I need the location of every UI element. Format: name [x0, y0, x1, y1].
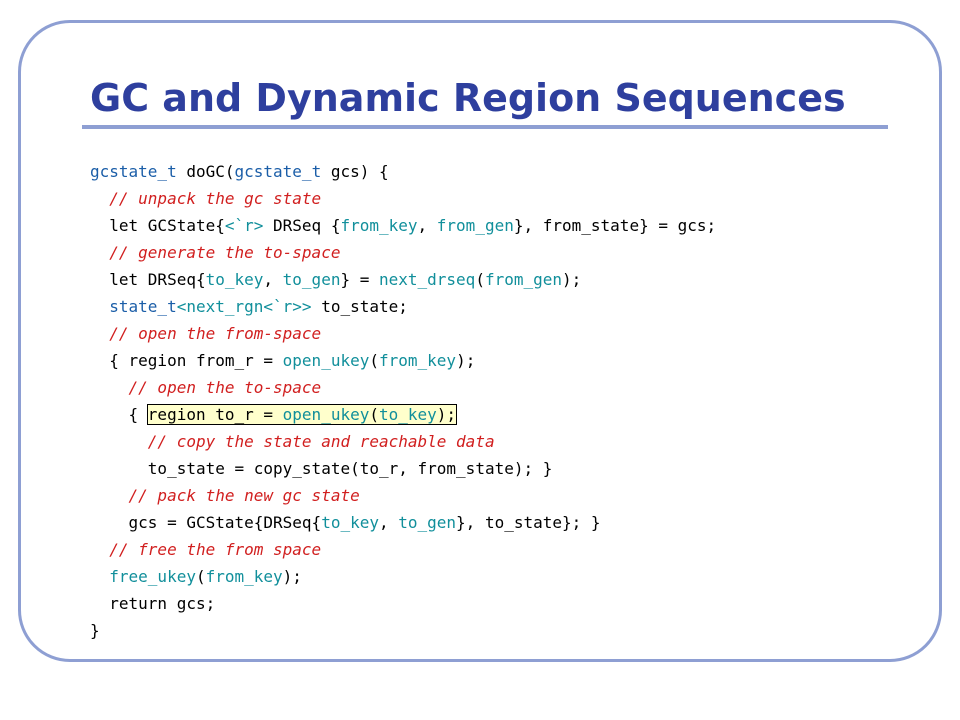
- function-token: free_ukey: [109, 567, 196, 586]
- code-line: // pack the new gc state: [90, 482, 716, 509]
- code-line: free_ukey(from_key);: [90, 563, 716, 590]
- code-token: to_state = copy_state(to_r, from_state);…: [147, 459, 553, 478]
- code-token: ,: [378, 513, 399, 532]
- code-token: (: [475, 270, 485, 289]
- highlighted-code: region to_r = open_ukey(to_key);: [146, 404, 458, 425]
- identifier-token: to_gen: [282, 270, 341, 289]
- function-token: next_drseq: [378, 270, 476, 289]
- code-line: { region from_r = open_ukey(from_key);: [90, 347, 716, 374]
- code-line: { region to_r = open_ukey(to_key);: [90, 401, 716, 428]
- identifier-token: from_gen: [436, 216, 514, 235]
- identifier-token: from_key: [205, 567, 283, 586]
- code-token: );: [562, 270, 582, 289]
- code-token: (: [369, 405, 379, 424]
- code-token: }: [90, 621, 100, 640]
- code-token: ,: [263, 270, 283, 289]
- code-line: // open the to-space: [90, 374, 716, 401]
- identifier-token: to_key: [321, 513, 379, 532]
- region-param-token: <`r>: [224, 216, 264, 235]
- identifier-token: to_key: [379, 405, 437, 424]
- code-token: );: [456, 351, 476, 370]
- code-token: let DRSeq{: [109, 270, 206, 289]
- region-param-token: <next_rgn<`r>>: [176, 297, 312, 316]
- code-token: } =: [340, 270, 379, 289]
- identifier-token: from_gen: [484, 270, 563, 289]
- type-token: state_t: [109, 297, 177, 316]
- identifier-token: to_key: [205, 270, 264, 289]
- code-token: region to_r =: [147, 405, 283, 424]
- type-token: gcstate_t: [90, 162, 177, 181]
- code-token: gcs = GCState{DRSeq{: [128, 513, 322, 532]
- code-token: doGC(: [176, 162, 235, 181]
- comment: // unpack the gc state: [109, 189, 322, 208]
- code-token: }, to_state}; }: [456, 513, 601, 532]
- comment: // open the from-space: [109, 324, 322, 343]
- code-token: gcs) {: [321, 162, 389, 181]
- code-token: (: [369, 351, 379, 370]
- code-token: { region from_r =: [109, 351, 283, 370]
- code-line: let DRSeq{to_key, to_gen} = next_drseq(f…: [90, 266, 716, 293]
- code-line: to_state = copy_state(to_r, from_state);…: [90, 455, 716, 482]
- code-token: return gcs;: [109, 594, 216, 613]
- code-line: }: [90, 617, 716, 644]
- comment: // pack the new gc state: [128, 486, 360, 505]
- identifier-token: from_key: [379, 351, 457, 370]
- code-token: }, from_state} = gcs;: [513, 216, 717, 235]
- code-line: gcs = GCState{DRSeq{to_key, to_gen}, to_…: [90, 509, 716, 536]
- comment: // copy the state and reachable data: [147, 432, 495, 451]
- code-line: state_t<next_rgn<`r>> to_state;: [90, 293, 716, 320]
- code-line: // unpack the gc state: [90, 185, 716, 212]
- code-line: gcstate_t doGC(gcstate_t gcs) {: [90, 158, 716, 185]
- comment: // free the from space: [109, 540, 322, 559]
- code-token: );: [282, 567, 302, 586]
- code-line: // open the from-space: [90, 320, 716, 347]
- code-token: to_state;: [311, 297, 408, 316]
- identifier-token: to_gen: [398, 513, 457, 532]
- slide-title: GC and Dynamic Region Sequences: [90, 76, 846, 120]
- code-line: return gcs;: [90, 590, 716, 617]
- code-line: let GCState{<`r> DRSeq {from_key, from_g…: [90, 212, 716, 239]
- function-token: open_ukey: [282, 351, 370, 370]
- code-token: let GCState{: [109, 216, 225, 235]
- code-block: gcstate_t doGC(gcstate_t gcs) { // unpac…: [90, 158, 716, 644]
- code-token: {: [128, 405, 148, 424]
- function-token: open_ukey: [282, 405, 370, 424]
- code-token: DRSeq {: [263, 216, 341, 235]
- code-line: // free the from space: [90, 536, 716, 563]
- comment: // generate the to-space: [109, 243, 341, 262]
- identifier-token: from_key: [340, 216, 418, 235]
- code-token: (: [195, 567, 206, 586]
- comment: // open the to-space: [128, 378, 322, 397]
- code-token: ,: [417, 216, 437, 235]
- code-token: );: [436, 405, 457, 424]
- title-underline: [82, 125, 888, 129]
- code-line: // copy the state and reachable data: [90, 428, 716, 455]
- code-line: // generate the to-space: [90, 239, 716, 266]
- type-token: gcstate_t: [234, 162, 322, 181]
